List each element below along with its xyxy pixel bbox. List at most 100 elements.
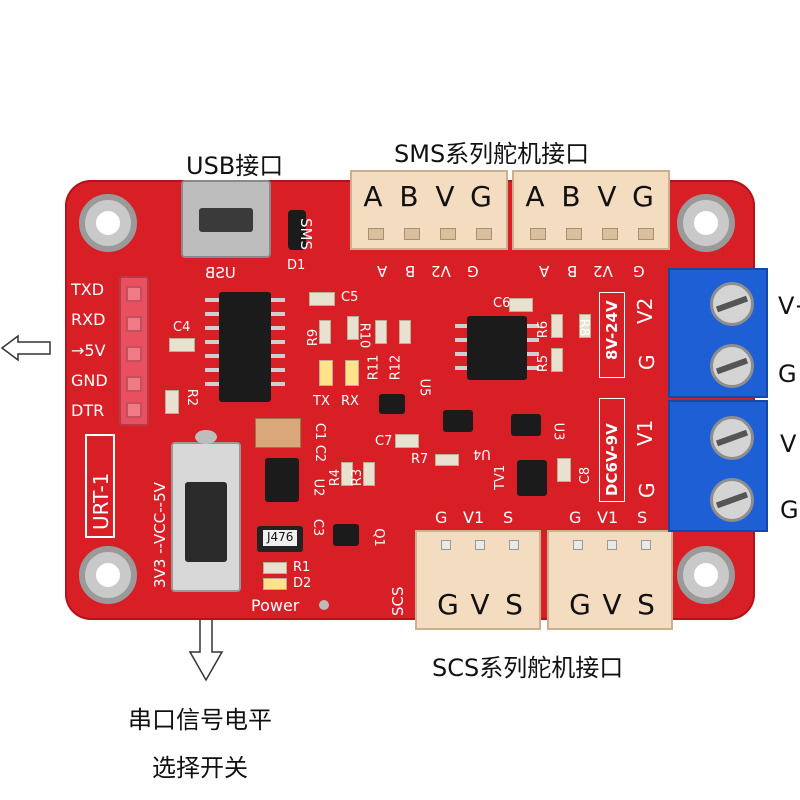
silk-power: Power bbox=[251, 596, 300, 615]
silk-c4: C4 bbox=[173, 320, 191, 335]
ic-u3 bbox=[511, 414, 541, 436]
sms1-pin-v: V bbox=[435, 180, 455, 213]
led-rx bbox=[345, 360, 359, 386]
model-label-box bbox=[85, 434, 115, 538]
cap-c1 bbox=[255, 418, 301, 448]
silk-usb: USB bbox=[205, 264, 236, 282]
silk-scs-left-v1: V1 bbox=[463, 508, 485, 527]
silk-v1: V1 bbox=[633, 419, 657, 446]
diode-d1 bbox=[288, 210, 306, 250]
tvs-tv1 bbox=[517, 460, 547, 496]
silk-r12: R12 bbox=[388, 354, 404, 381]
silk-rx: RX bbox=[341, 394, 359, 409]
usb-interface-label: USB接口 bbox=[186, 152, 284, 180]
silk-r2: R2 bbox=[184, 388, 200, 407]
silk-sms-pin-6: V2 bbox=[593, 262, 613, 280]
silk-dtr: DTR bbox=[71, 401, 105, 420]
terminal-gnd-label: G bbox=[778, 360, 797, 388]
silk-gnd: GND bbox=[71, 371, 108, 390]
silk-range-bottom: DC6V-9V bbox=[603, 423, 621, 496]
silk-g-top: G bbox=[635, 354, 659, 371]
silk-d1: D1 bbox=[287, 258, 306, 273]
resistor-r7 bbox=[435, 454, 459, 466]
sms2-pin-g: G bbox=[632, 180, 654, 213]
range-box-bottom bbox=[599, 398, 625, 502]
silk-c7: C7 bbox=[375, 434, 393, 449]
silk-r10: R10 bbox=[356, 322, 372, 349]
silk-c5: C5 bbox=[341, 290, 359, 305]
sms2-pin-b: B bbox=[561, 180, 581, 213]
ic-u5 bbox=[379, 394, 405, 414]
silk-scs-left-g: G bbox=[435, 508, 448, 527]
scs1-pin-s: S bbox=[505, 588, 523, 621]
silk-sms-pin-5: G bbox=[633, 262, 645, 280]
mounting-hole-bottom-right bbox=[677, 546, 735, 604]
sms1-pin-g: G bbox=[470, 180, 492, 213]
power-indicator-dot bbox=[319, 600, 329, 610]
sms-connector-1[interactable]: A B V G bbox=[350, 170, 508, 250]
silk-r4: R4 bbox=[328, 468, 344, 487]
cap-c7 bbox=[395, 434, 419, 448]
resistor-r6 bbox=[551, 314, 563, 338]
silk-sms: SMS bbox=[297, 218, 315, 250]
scs2-pin-g: G bbox=[569, 588, 591, 621]
switch-slider[interactable] bbox=[185, 482, 227, 562]
silk-d2: D2 bbox=[293, 576, 312, 591]
silk-tx: TX bbox=[313, 394, 330, 409]
cap-c5 bbox=[309, 292, 335, 306]
sms-servo-interface-label: SMS系列舵机接口 bbox=[394, 140, 590, 168]
silk-r5: R5 bbox=[536, 354, 552, 373]
transistor-q1 bbox=[333, 524, 359, 546]
cap-c8 bbox=[557, 458, 571, 482]
silk-urt: URT-1 bbox=[89, 472, 113, 530]
scs-servo-interface-label: SCS系列舵机接口 bbox=[432, 654, 624, 682]
silk-r6: R6 bbox=[536, 320, 552, 339]
power-terminal-bottom[interactable] bbox=[668, 400, 768, 532]
silk-c3: C3 bbox=[310, 518, 326, 537]
resistor-r10 bbox=[347, 316, 359, 340]
silk-c8: C8 bbox=[578, 466, 594, 485]
silk-sms-pin-3: B bbox=[405, 262, 416, 280]
resistor-r4 bbox=[341, 462, 353, 486]
scs-connector-2[interactable]: G V S bbox=[547, 530, 673, 630]
silk-scs-left-s: S bbox=[503, 508, 514, 527]
silk-sms-pin-8: A bbox=[539, 262, 550, 280]
silk-sms-pin-7: B bbox=[567, 262, 578, 280]
mounting-hole-top-left bbox=[79, 194, 137, 252]
silk-sms-pin-2: V2 bbox=[431, 262, 451, 280]
scs-connector-1[interactable]: G V S bbox=[415, 530, 541, 630]
silk-c2: C2 bbox=[312, 444, 328, 463]
sms2-pin-v: V bbox=[597, 180, 617, 213]
serial-header[interactable] bbox=[119, 276, 149, 426]
screw-gnd-top[interactable] bbox=[710, 344, 754, 388]
silk-u3: U3 bbox=[550, 422, 566, 441]
terminal-v-label: V bbox=[780, 430, 797, 458]
silk-r9: R9 bbox=[306, 328, 322, 347]
scs2-pin-s: S bbox=[637, 588, 655, 621]
power-terminal-top[interactable] bbox=[668, 268, 768, 398]
screw-vplus-top[interactable] bbox=[710, 282, 754, 326]
resistor-r9 bbox=[319, 320, 331, 344]
screw-v-bottom[interactable] bbox=[710, 416, 754, 460]
resistor-r8 bbox=[579, 314, 591, 338]
silk-u5: U5 bbox=[416, 378, 432, 397]
silk-u2: U2 bbox=[310, 478, 326, 497]
silk-r3: R3 bbox=[350, 468, 366, 487]
silk-range-top: 8V-24V bbox=[603, 300, 621, 360]
sms1-pin-b: B bbox=[399, 180, 419, 213]
sms-connector-2[interactable]: A B V G bbox=[512, 170, 670, 250]
pcb-board: USB D1 SMS A B V G A B V G G V2 B A G V2… bbox=[65, 170, 755, 630]
silk-g-bottom: G bbox=[635, 482, 659, 499]
screw-gnd-bottom[interactable] bbox=[710, 478, 754, 522]
usb-connector[interactable] bbox=[181, 180, 271, 258]
silk-txd: TXD bbox=[71, 280, 105, 299]
mounting-hole-bottom-left bbox=[79, 546, 137, 604]
level-select-switch[interactable] bbox=[171, 442, 241, 592]
silk-v2: V2 bbox=[633, 297, 657, 324]
driver-ic bbox=[467, 316, 527, 380]
resistor-r5 bbox=[551, 348, 563, 372]
scs2-pin-v: V bbox=[602, 588, 622, 621]
led-tx bbox=[319, 360, 333, 386]
resistor-r1 bbox=[263, 562, 287, 574]
silk-scs: SCS bbox=[389, 586, 407, 616]
